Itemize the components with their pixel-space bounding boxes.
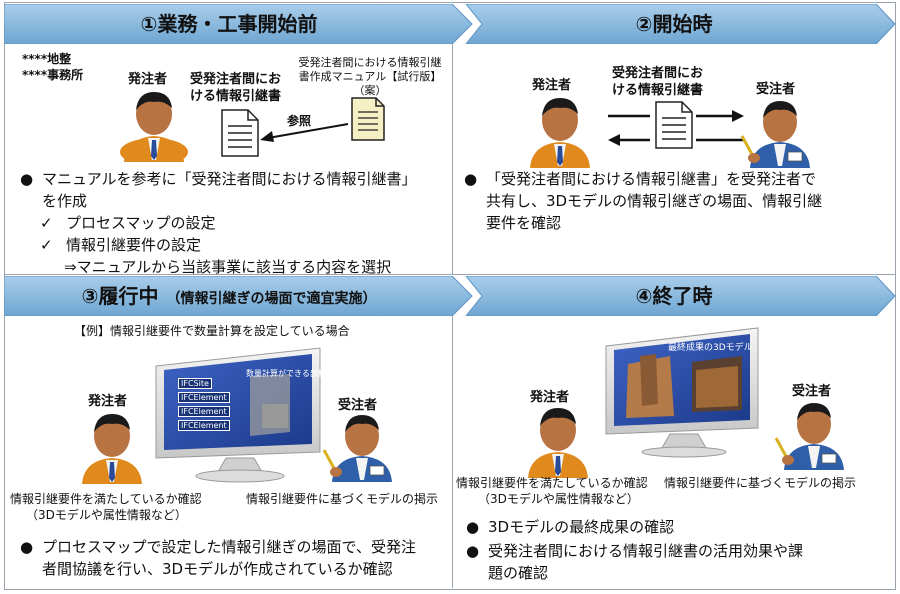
banner-phase-1: ①業務・工事開始前	[4, 4, 473, 44]
ifc-item: IFCElement	[178, 420, 230, 431]
p2-bullet-text-line3: 要件を確認	[486, 214, 562, 232]
phase-3-title-row: ③履行中 （情報引継ぎの場面で適宜実施）	[4, 276, 454, 316]
contractor-label-p4: 受注者	[792, 384, 832, 399]
banner-phase-4: ④終了時	[452, 276, 896, 316]
monitor-3d-model-screen	[605, 327, 759, 458]
banner-phase-2: ②開始時	[452, 4, 896, 44]
check-item-requirements: 情報引継要件の設定	[66, 236, 202, 254]
contractor-label-p2: 受注者	[756, 82, 796, 97]
client-label-p3: 発注者	[88, 394, 128, 409]
divider-vertical-top	[452, 44, 453, 274]
p4-bullet-text-2-line2: 題の確認	[488, 564, 549, 582]
handover-document-icon	[221, 109, 259, 157]
org-name-2: ****事務所	[22, 68, 84, 82]
check-mark-icon: ✓	[40, 236, 53, 254]
divider-horizontal	[4, 274, 896, 275]
contractor-person-icon	[774, 403, 844, 470]
p2-bullet-text-line2: 共有し、3Dモデルの情報引継ぎの場面、情報引継	[486, 192, 823, 210]
org-name-1: ****地整	[22, 52, 72, 66]
p3-client-caption-line2: （3Dモデルや属性情報など）	[26, 508, 187, 522]
p4-bullet-mark: ●	[466, 542, 480, 560]
manual-title-line3: （案）	[353, 84, 387, 97]
phase-3-title: ③履行中	[81, 284, 159, 308]
p2-bullet-text-line1: 「受発注者間における情報引継書」を受発注者で	[486, 170, 817, 188]
client-label-p2: 発注者	[532, 78, 572, 93]
p3-bullet-mark: ●	[20, 538, 34, 556]
reference-label: 参照	[287, 114, 312, 128]
screen-caption-ifc: 数量計算ができる部材構成	[246, 369, 342, 378]
contractor-person-icon	[740, 101, 810, 168]
p4-contractor-caption: 情報引継要件に基づくモデルの掲示	[664, 476, 857, 490]
client-person-icon	[528, 408, 588, 478]
doc-label-p2-line2: ける情報引継書	[612, 83, 704, 98]
banner-arrow-shape	[4, 4, 473, 44]
p3-contractor-caption: 情報引継要件に基づくモデルの掲示	[246, 492, 439, 506]
client-person-icon	[530, 98, 590, 168]
ifc-item: IFCSite	[178, 378, 212, 389]
reference-arrow	[260, 123, 349, 142]
p3-bullet-text-line1: プロセスマップで設定した情報引継ぎの場面で、受発注	[42, 538, 416, 556]
divider-vertical-bottom	[452, 316, 453, 588]
client-label-p1: 発注者	[128, 72, 168, 87]
p1-bullet-text-line1: マニュアルを参考に「受発注者間における情報引継書」	[42, 170, 417, 188]
contractor-person-icon	[322, 415, 392, 482]
banner-arrow-shape	[4, 276, 473, 316]
client-label-p4: 発注者	[530, 390, 570, 405]
p4-client-caption-line2: （3Dモデルや属性情報など）	[478, 492, 639, 506]
handover-document-icon	[655, 101, 693, 149]
manual-document-icon	[351, 97, 385, 141]
check-mark-icon: ✓	[40, 214, 53, 232]
monitor-ifc-screen	[155, 347, 321, 483]
p3-bullet-text-line2: 者間協議を行い、3Dモデルが作成されているか確認	[42, 560, 393, 578]
doc-label-p1-line2: ける情報引継書	[190, 89, 282, 104]
phase-2-title: ②開始時	[635, 12, 713, 36]
phase-1-title: ①業務・工事開始前	[140, 12, 318, 36]
manual-title-line1: 受発注者間における情報引継	[298, 56, 442, 69]
p3-client-caption-line1: 情報引継要件を満たしているか確認	[10, 492, 202, 506]
ifc-item: IFCElement	[178, 406, 230, 417]
p1-bullet-text-line2: を作成	[42, 192, 88, 210]
client-person-icon	[82, 414, 142, 484]
contractor-label-p3: 受注者	[338, 398, 378, 413]
banner-arrow-shape	[465, 276, 896, 316]
phase-4-title: ④終了時	[635, 284, 713, 308]
manual-title-line2: 書作成マニュアル【試行版】	[298, 70, 442, 83]
doc-label-p2-line1: 受発注者間にお	[612, 66, 704, 81]
example-caption: 【例】情報引継要件で数量計算を設定している場合	[74, 324, 350, 338]
phase-3-subtitle: （情報引継ぎの場面で適宜実施）	[166, 291, 377, 307]
p4-client-caption-line1: 情報引継要件を満たしているか確認	[456, 476, 648, 490]
check-item-note: ⇒マニュアルから当該事業に該当する内容を選択	[64, 258, 392, 276]
doc-label-p1-line1: 受発注者間にお	[190, 72, 282, 87]
check-item-process-map: プロセスマップの設定	[66, 214, 216, 232]
client-person-icon	[120, 92, 188, 162]
ifc-item: IFCElement	[178, 392, 230, 403]
screen-caption-final-model: 最終成果の3Dモデル	[668, 343, 753, 353]
p4-bullet-text-2-line1: 受発注者間における情報引継書の活用効果や課	[488, 542, 804, 560]
p1-bullet-mark: ●	[20, 170, 34, 188]
p2-bullet-mark: ●	[464, 170, 478, 188]
banner-phase-3: ③履行中 （情報引継ぎの場面で適宜実施）	[4, 276, 473, 316]
p4-bullet-mark: ●	[466, 518, 480, 536]
share-arrows	[608, 110, 744, 146]
p4-bullet-text-1: 3Dモデルの最終成果の確認	[488, 518, 675, 536]
banner-arrow-shape	[465, 4, 896, 44]
